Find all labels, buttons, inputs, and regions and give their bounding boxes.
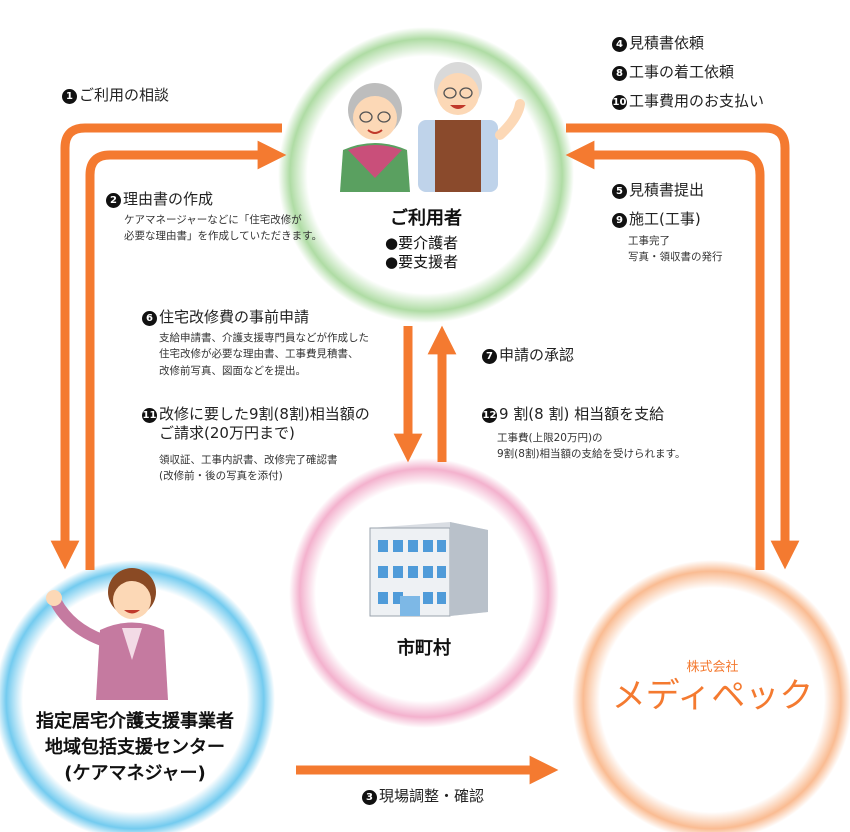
step-12-number: 12 — [482, 408, 497, 423]
step-12-note-line: 工事費(上限20万円)の — [497, 432, 603, 444]
step-12-text: 9 割(8 割) 相当額を支給 — [499, 405, 665, 423]
arrow-quote-submit — [565, 140, 765, 570]
user-title: ご利用者 — [390, 208, 462, 229]
user-type-line: ●要支援者 — [385, 252, 459, 271]
step-6-note: 支給申請書、介護支援専門員などが作成した 住宅改修が必要な理由書、工事費見積書、… — [159, 330, 369, 379]
step-8-number: 8 — [612, 66, 627, 81]
care-line: 指定居宅介護支援事業者 — [36, 711, 234, 732]
elderly-couple-illustration — [340, 62, 525, 192]
city-hall-building-illustration — [369, 522, 488, 617]
step-9-note-line: 工事完了 — [628, 235, 670, 247]
arrow-consult — [50, 123, 282, 570]
step-11-note-line: (改修前・後の写真を添付) — [159, 470, 283, 483]
step-6-note-line: 支給申請書、介護支援専門員などが作成した — [159, 332, 369, 344]
step-11-text-2: ご請求(20万円まで) — [159, 423, 295, 442]
step-4-number: 4 — [612, 37, 627, 52]
arrow-reason — [85, 140, 287, 570]
arrow-quote-request — [566, 123, 800, 570]
step-11-number: 11 — [142, 408, 157, 423]
step-3-text: 現場調整・確認 — [379, 787, 485, 805]
step-6-note-line: 住宅改修が必要な理由書、工事費見積書、 — [159, 348, 359, 361]
step-2-note: ケアマネージャーなどに「住宅改修が 必要な理由書」を作成していただきます。 — [124, 212, 322, 245]
step-2-note-line: ケアマネージャーなどに「住宅改修が — [124, 214, 302, 226]
step-8-text: 工事の着工依頼 — [629, 63, 735, 81]
step-1-number: 1 — [62, 89, 77, 104]
care-node-title: 指定居宅介護支援事業者 地域包括支援センター (ケアマネジャー) — [10, 709, 260, 787]
step-7-number: 7 — [482, 349, 497, 364]
user-node-title: ご利用者 — [376, 208, 476, 231]
step-11-text: 改修に要した9割(8割)相当額の — [159, 405, 370, 423]
step-4-text: 見積書依頼 — [629, 34, 705, 52]
step-6-note-line: 改修前写真、図面などを提出。 — [159, 364, 306, 377]
care-line: (ケアマネジャー) — [64, 763, 206, 785]
step-2-text: 理由書の作成 — [123, 190, 214, 208]
city-title: 市町村 — [397, 638, 451, 659]
step-10-number: 10 — [612, 95, 627, 110]
step-3-number: 3 — [362, 790, 377, 805]
step-12-note: 工事費(上限20万円)の 9割(8割)相当額の支給を受けられます。 — [497, 430, 686, 463]
step-5-text: 見積書提出 — [629, 181, 705, 199]
step-9-note-line: 写真・領収書の発行 — [628, 251, 723, 264]
user-type-line: ●要介護者 — [385, 234, 459, 252]
step-9-number: 9 — [612, 213, 627, 228]
step-2-number: 2 — [106, 193, 121, 208]
step-11-note: 領収証、工事内訳書、改修完了確認書 (改修前・後の写真を添付) — [159, 452, 338, 485]
step-7-text: 申請の承認 — [499, 346, 575, 364]
care-line: 地域包括支援センター — [45, 737, 225, 759]
company-ring — [572, 560, 850, 832]
step-10-text: 工事費用のお支払い — [629, 92, 765, 110]
company-prefix: 株式会社 — [686, 660, 739, 675]
step-9-text: 施工(工事) — [629, 210, 701, 228]
step-9-note: 工事完了 写真・領収書の発行 — [628, 233, 723, 266]
step-12-note-line: 9割(8割)相当額の支給を受けられます。 — [497, 448, 686, 461]
step-11-note-line: 領収証、工事内訳書、改修完了確認書 — [159, 454, 338, 466]
company-node: 株式会社 メディペック — [600, 660, 825, 717]
step-2-note-line: 必要な理由書」を作成していただきます。 — [124, 230, 323, 243]
step-6-number: 6 — [142, 311, 157, 326]
care-manager-illustration — [46, 568, 168, 700]
step-6-text: 住宅改修費の事前申請 — [159, 308, 310, 326]
city-node-title: 市町村 — [374, 638, 474, 661]
user-node-sub: ●要介護者 ●要支援者 — [385, 234, 458, 272]
step-5-number: 5 — [612, 184, 627, 199]
step-1-text: ご利用の相談 — [79, 86, 170, 104]
company-name: メディペック — [611, 676, 814, 717]
